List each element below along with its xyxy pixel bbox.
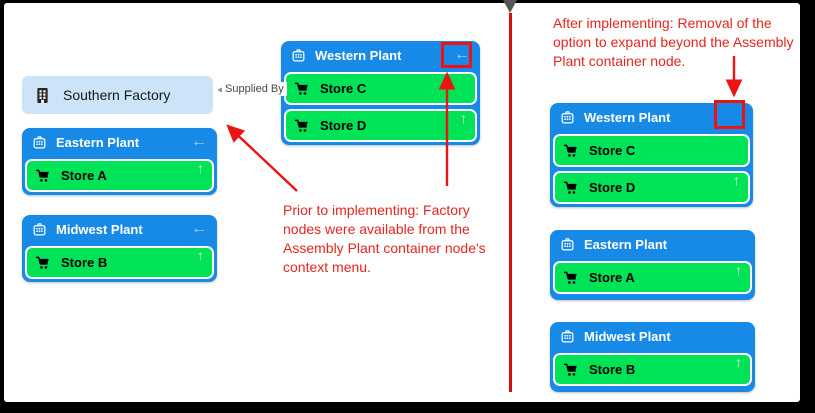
- collapse-up-arrow-icon[interactable]: ↑: [735, 262, 742, 278]
- assembly-plant-icon: [291, 48, 306, 63]
- store-node-c-before[interactable]: Store C: [284, 72, 477, 105]
- expand-back-arrow-icon[interactable]: ←: [191, 133, 207, 150]
- assembly-plant-icon: [560, 329, 575, 344]
- store-node-b-before[interactable]: Store B ↑: [25, 246, 214, 279]
- store-label: Store D: [589, 180, 636, 195]
- expand-back-arrow-icon[interactable]: ←: [191, 220, 207, 237]
- store-node-d-after[interactable]: Store D ↑: [553, 171, 750, 204]
- store-node-a-after[interactable]: Store A ↑: [553, 261, 752, 294]
- shopping-cart-icon: [294, 81, 310, 97]
- shopping-cart-icon: [35, 168, 51, 184]
- factory-building-icon: [33, 86, 52, 105]
- store-label: Store D: [320, 118, 367, 133]
- shopping-cart-icon: [563, 180, 579, 196]
- panel-divider-line: [509, 13, 512, 392]
- container-node-western-plant-after[interactable]: Western Plant Store C Store D ↑: [550, 103, 753, 207]
- store-label: Store B: [61, 255, 108, 270]
- container-header[interactable]: Midwest Plant ←: [25, 216, 214, 242]
- container-label: Midwest Plant: [56, 221, 143, 237]
- store-label: Store A: [589, 270, 635, 285]
- shopping-cart-icon: [563, 362, 579, 378]
- collapse-up-arrow-icon[interactable]: ↑: [197, 160, 204, 176]
- shopping-cart-icon: [563, 270, 579, 286]
- store-node-a-before[interactable]: Store A ↑: [25, 159, 214, 192]
- container-node-eastern-plant-before[interactable]: Eastern Plant ← Store A ↑: [22, 128, 217, 195]
- container-node-midwest-plant-after[interactable]: Midwest Plant Store B ↑: [550, 322, 755, 392]
- store-label: Store A: [61, 168, 107, 183]
- container-node-eastern-plant-after[interactable]: Eastern Plant Store A ↑: [550, 230, 755, 300]
- container-node-midwest-plant-before[interactable]: Midwest Plant ← Store B ↑: [22, 215, 217, 282]
- collapse-up-arrow-icon[interactable]: ↑: [197, 247, 204, 263]
- container-label: Western Plant: [315, 47, 402, 63]
- store-label: Store C: [320, 81, 367, 96]
- container-header[interactable]: Midwest Plant: [553, 323, 752, 349]
- container-header[interactable]: Eastern Plant: [553, 231, 752, 257]
- highlight-rect-after: [714, 100, 745, 129]
- annotation-prior: Prior to implementing: Factory nodes wer…: [283, 202, 486, 275]
- shopping-cart-icon: [35, 255, 51, 271]
- container-label: Eastern Plant: [584, 236, 668, 252]
- assembly-plant-icon: [560, 110, 575, 125]
- container-header[interactable]: Western Plant: [553, 104, 750, 130]
- store-node-c-after[interactable]: Store C: [553, 134, 750, 167]
- edge-label-supplied-by: Supplied By: [222, 82, 287, 96]
- collapse-up-arrow-icon[interactable]: ↑: [735, 354, 742, 370]
- store-node-b-after[interactable]: Store B ↑: [553, 353, 752, 386]
- factory-label: Southern Factory: [63, 87, 171, 103]
- assembly-plant-icon: [32, 135, 47, 150]
- assembly-plant-icon: [560, 237, 575, 252]
- assembly-plant-icon: [32, 222, 47, 237]
- store-label: Store B: [589, 362, 636, 377]
- highlight-rect-before: [441, 42, 472, 68]
- factory-node-southern[interactable]: Southern Factory: [22, 76, 213, 114]
- shopping-cart-icon: [294, 118, 310, 134]
- container-header[interactable]: Eastern Plant ←: [25, 129, 214, 155]
- annotation-after: After implementing: Removal of the optio…: [553, 15, 794, 69]
- store-node-d-before[interactable]: Store D ↑: [284, 109, 477, 142]
- container-header[interactable]: Western Plant ←: [284, 42, 477, 68]
- store-label: Store C: [589, 143, 636, 158]
- container-label: Western Plant: [584, 109, 671, 125]
- container-label: Eastern Plant: [56, 134, 140, 150]
- collapse-up-arrow-icon[interactable]: ↑: [733, 172, 740, 188]
- container-label: Midwest Plant: [584, 328, 671, 344]
- expand-back-arrow-icon[interactable]: ←: [454, 46, 470, 63]
- collapse-up-arrow-icon[interactable]: ↑: [460, 110, 467, 126]
- shopping-cart-icon: [563, 143, 579, 159]
